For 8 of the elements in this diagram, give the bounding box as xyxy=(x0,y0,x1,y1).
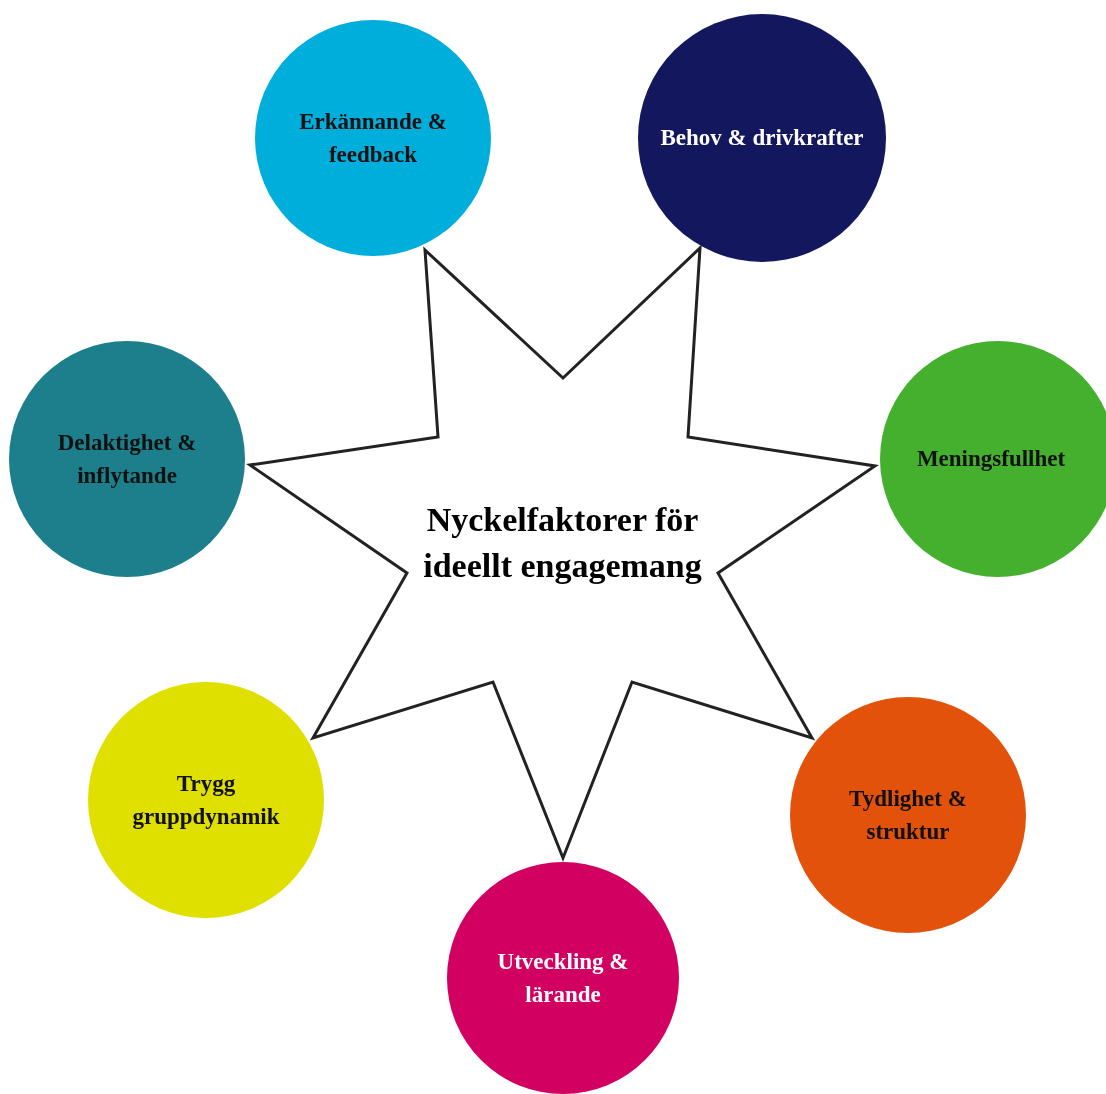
factor-label: Delaktighet & inflytande xyxy=(56,428,198,490)
factor-label: Trygg gruppdynamik xyxy=(131,769,281,831)
factor-label: Tydlighet & struktur xyxy=(848,784,968,846)
star-title: Nyckelfaktorer för ideellt engagemang xyxy=(422,500,703,586)
factor-label: Meningsfullhet xyxy=(916,445,1066,474)
factor-label: Utveckling & lärande xyxy=(496,947,630,1009)
factor-label: Behov & drivkrafter xyxy=(660,124,864,153)
factor-label: Erkännande & feedback xyxy=(298,107,448,169)
